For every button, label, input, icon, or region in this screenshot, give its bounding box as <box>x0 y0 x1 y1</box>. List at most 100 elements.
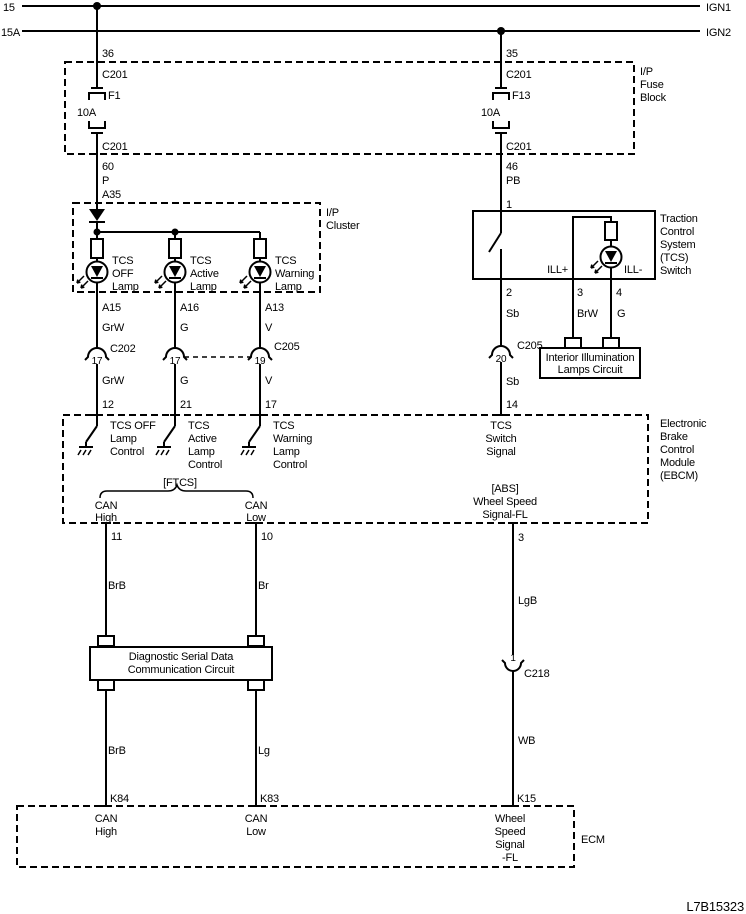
pin-11: 11 <box>111 531 122 543</box>
active-lamp-control-4: Control <box>188 459 222 471</box>
resistor-ill-icon <box>604 221 618 241</box>
pin-2: 2 <box>506 287 512 299</box>
led-tcs-warning-lamp-icon <box>239 260 272 289</box>
resistor-lamp-active-icon <box>168 238 182 259</box>
wire-brb-lower: BrB <box>108 745 126 757</box>
off-lamp-control-1: TCS OFF <box>110 420 156 432</box>
pin-1-switch: 1 <box>506 199 512 211</box>
pin-k84: K84 <box>110 793 129 805</box>
pin-10: 10 <box>261 531 273 543</box>
ecm-wss-label-2: Speed <box>495 826 526 838</box>
terminal-tab <box>97 635 115 647</box>
diag-box-label-1: Diagnostic Serial Data <box>129 651 235 663</box>
pin-17: 17 <box>265 399 277 411</box>
junction-dot-lamp2 <box>171 228 179 236</box>
ftcs-brace <box>99 482 254 499</box>
terminal-tab <box>247 635 265 647</box>
wire-v-lower: V <box>265 375 273 387</box>
conn-pin-17b: 17 <box>170 356 181 367</box>
ecm-label: ECM <box>581 834 605 846</box>
switch-ground-off-lamp-icon <box>77 425 98 456</box>
ecm-wss-label-3: Signal <box>495 839 524 851</box>
pin-k83: K83 <box>260 793 279 805</box>
resistor-lamp-off-icon <box>90 238 104 259</box>
junction-dot-ign1 <box>93 2 101 10</box>
lamp-off-name-2: OFF <box>112 268 134 280</box>
figure-id: L7B15323 <box>686 899 744 914</box>
rail-15-label: 15 <box>3 2 15 14</box>
ecm-wss-label-4: -FL <box>502 852 518 864</box>
ebcm-can-low-2: Low <box>246 512 266 524</box>
led-tcs-off-lamp-icon <box>76 260 109 289</box>
ecm-can-low-1: CAN <box>245 813 268 825</box>
tcs-switch-signal-3: Signal <box>486 446 515 458</box>
led-ill-icon <box>590 245 623 274</box>
ebcm-label-5: (EBCM) <box>660 470 698 482</box>
tcs-switch-label-1: Traction <box>660 213 698 225</box>
wire-sb-lower: Sb <box>506 376 519 388</box>
abs-label-1: [ABS] <box>491 483 518 495</box>
ebcm-box <box>62 414 649 524</box>
illum-box-label-1: Interior Illumination <box>546 352 635 364</box>
conn-c218-label: C218 <box>524 668 550 680</box>
lamp-warning-name-2: Warning <box>275 268 314 280</box>
active-lamp-control-2: Active <box>188 433 217 445</box>
pin-a35: A35 <box>102 189 121 201</box>
ill-plus-label: ILL+ <box>547 264 568 276</box>
rail-15a-label: 15A <box>1 27 21 39</box>
wire-g-lower: G <box>180 375 188 387</box>
lamp-warning-name-3: Lamp <box>275 281 302 293</box>
ebcm-label-3: Control <box>660 444 694 456</box>
terminal-tab <box>97 679 115 691</box>
conn-c201-right-top: C201 <box>506 69 532 81</box>
active-lamp-control-1: TCS <box>188 420 209 432</box>
diagnostic-serial-data-box <box>89 646 273 681</box>
wire-pb-label: PB <box>506 175 520 187</box>
illum-box-label-2: Lamps Circuit <box>558 364 623 376</box>
tcs-switch-label-4: (TCS) <box>660 252 688 264</box>
ebcm-label-1: Electronic <box>660 418 707 430</box>
tcs-switch-signal-2: Switch <box>485 433 516 445</box>
tcs-switch-label-5: Switch <box>660 265 691 277</box>
wire-sb-upper: Sb <box>506 308 519 320</box>
ftcs-label: [FTCS] <box>163 477 197 489</box>
conn-c202-label: C202 <box>110 343 136 355</box>
ill-minus-label: ILL- <box>624 264 643 276</box>
ecm-can-high-2: High <box>95 826 117 838</box>
wire-ill-external <box>572 279 612 338</box>
conn-c201-left-top: C201 <box>102 69 128 81</box>
warning-lamp-control-1: TCS <box>273 420 294 432</box>
wire-brw-label: BrW <box>577 308 599 320</box>
lamp-off-name-1: TCS <box>112 255 133 267</box>
lamp-active-name-3: Lamp <box>190 281 217 293</box>
pin-a15: A15 <box>102 302 121 314</box>
lamp-active-name-2: Active <box>190 268 219 280</box>
conn-c205-label: C205 <box>274 341 300 353</box>
conn-c205-switch-label: C205 <box>517 340 543 352</box>
junction-dot-ign2 <box>497 27 505 35</box>
abs-label-3: Signal-FL <box>482 509 527 521</box>
wire-brb-upper: BrB <box>108 580 126 592</box>
lamp-active-name-1: TCS <box>190 255 211 267</box>
wire-lgb-label: LgB <box>518 595 537 607</box>
pin-12: 12 <box>102 399 114 411</box>
led-tcs-active-lamp-icon <box>154 260 187 289</box>
lamp-off-name-3: Lamp <box>112 281 139 293</box>
ecm-can-low-2: Low <box>246 826 266 838</box>
wire-v-upper: V <box>265 322 273 334</box>
pin-3-ebcm: 3 <box>518 532 524 544</box>
wire-g-ill-label: G <box>617 308 625 320</box>
diag-box-label-2: Communication Circuit <box>128 664 235 676</box>
tcs-switch-box <box>472 210 656 280</box>
ebcm-label-2: Brake <box>660 431 688 443</box>
pin-4-ill: 4 <box>616 287 622 299</box>
resistor-lamp-warning-icon <box>253 238 267 259</box>
interior-illumination-box <box>539 347 641 379</box>
ecm-wss-label-1: Wheel <box>495 813 525 825</box>
fuse-f13-label: F13 <box>512 90 530 102</box>
ecm-box <box>16 805 575 868</box>
switch-ground-active-lamp-icon <box>155 425 176 456</box>
wires <box>22 5 700 806</box>
